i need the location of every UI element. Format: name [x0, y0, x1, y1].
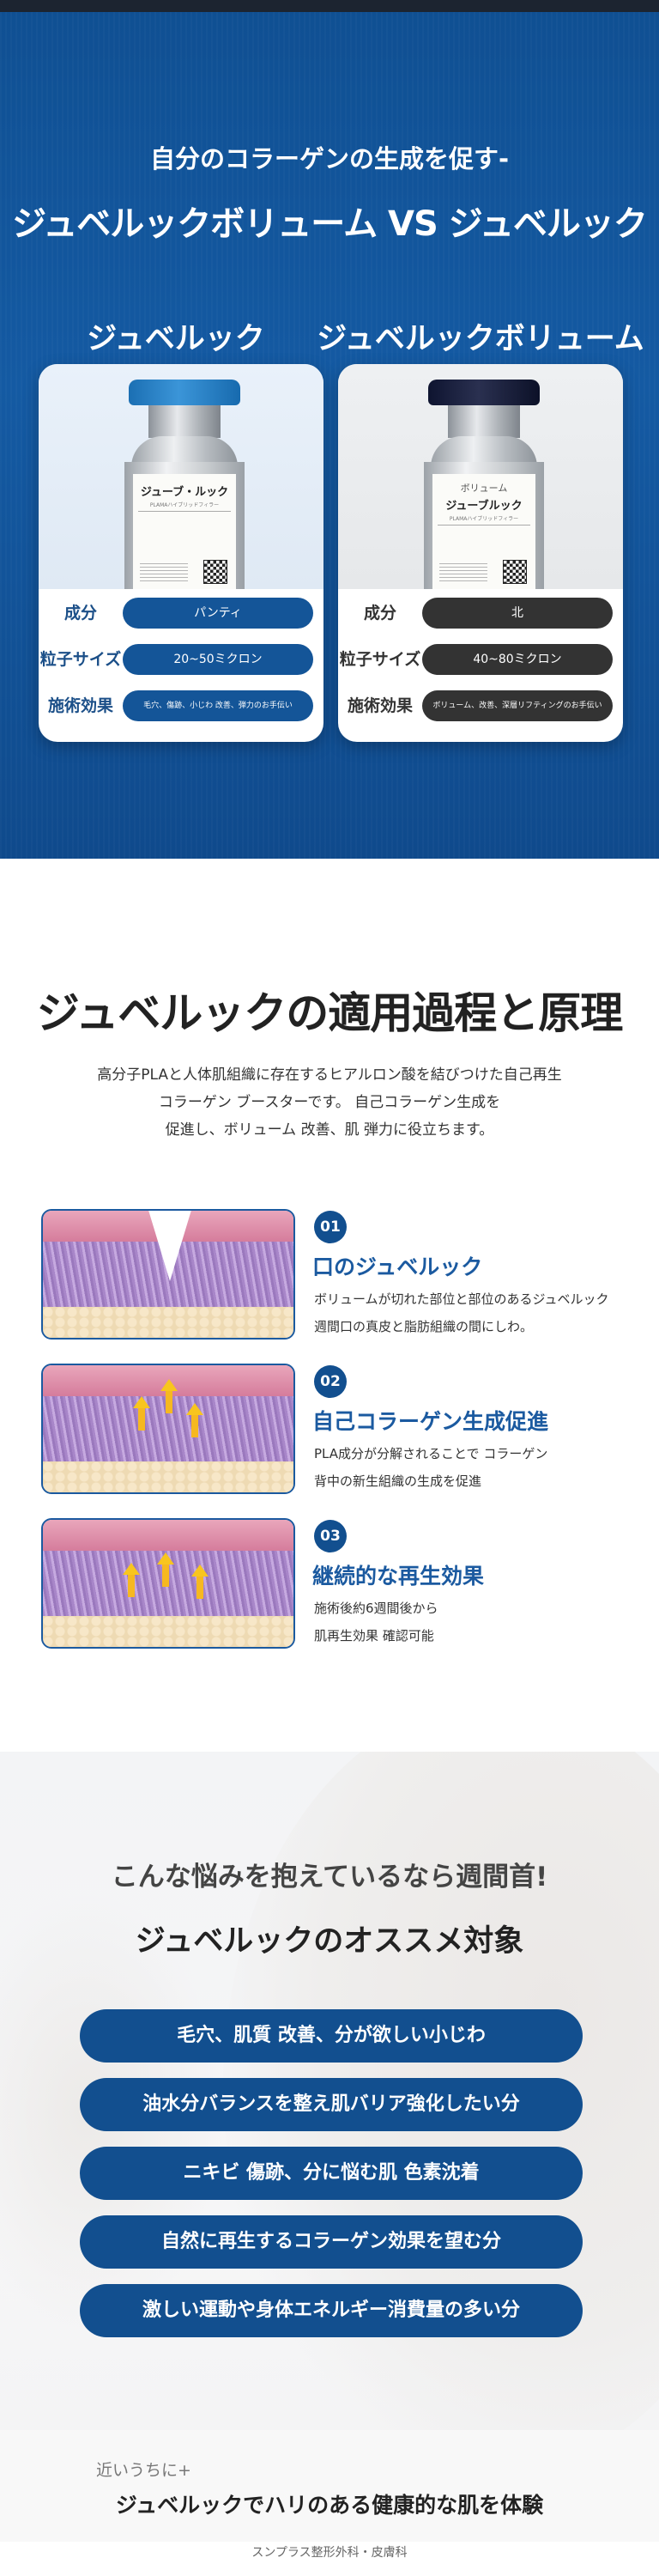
recommendation-item: 激しい運動や身体エネルギー消費量の多い分: [80, 2284, 583, 2337]
step-text: ボリュームが切れた部位と部位のあるジュベルック: [314, 1291, 609, 1307]
arrow-up-icon: [160, 1379, 178, 1413]
vial-image: ボリューム ジューブルック PLAMAハイブリッドフィラー: [424, 380, 544, 589]
vial-label: ボリューム ジューブルック PLAMAハイブリッドフィラー: [432, 474, 535, 589]
qr-code-icon: [203, 560, 227, 584]
arrow-up-icon: [133, 1396, 150, 1431]
description-line: コラーゲン ブースターです。 自己コラーゲン生成を: [158, 1094, 501, 1111]
cta-small-text: 近いうちに+: [96, 2461, 191, 2480]
barcode-icon: [140, 563, 188, 582]
step-title: 口のジュベルック: [312, 1255, 483, 1279]
spec-value: 北: [422, 598, 613, 629]
recommendation-section: こんな悩みを抱えているなら週間首! ジュベルックのオススメ対象 毛穴、肌質 改善…: [0, 1752, 659, 2542]
spec-value: 20~50ミクロン: [123, 644, 313, 675]
process-title: ジュベルックの適用過程と原理: [36, 988, 624, 1038]
vial-label: ジューブ・ルック PLAMAハイブリッドフィラー: [133, 474, 236, 589]
step-text: 週間口の真皮と脂肪組織の間にしわ。: [314, 1319, 534, 1334]
spec-label: 施術効果: [47, 696, 113, 715]
spec-row: 成分 北: [338, 594, 623, 632]
process-description: 高分子PLAと人体肌組織に存在するヒアルロン酸を結びつけた自己再生 コラーゲン …: [72, 1061, 587, 1144]
spec-row: 施術効果 毛穴、傷跡、小じわ 改善、弾力のお手伝い: [39, 687, 323, 725]
cta-large-text: ジュベルックでハリのある健康的な肌を体験: [115, 2493, 544, 2518]
recommendation-item: 自然に再生するコラーゲン効果を望む分: [80, 2215, 583, 2269]
spec-label: 成分: [363, 604, 396, 623]
step-text: PLA成分が分解されることで コラーゲン: [314, 1446, 548, 1461]
spec-value: パンティ: [123, 598, 313, 629]
wrinkle-shape: [148, 1211, 192, 1281]
spec-value: 毛穴、傷跡、小じわ 改善、弾力のお手伝い: [123, 690, 313, 721]
vial-cap: [129, 380, 240, 405]
vial-label-name: ジューブルック: [445, 500, 523, 513]
arrow-up-icon: [123, 1563, 140, 1597]
description-line: 促進し、ボリューム 改善、肌 弾力に役立ちます。: [165, 1121, 494, 1139]
vial-label-line1: ボリューム: [460, 483, 508, 494]
qr-code-icon: [503, 560, 527, 584]
skin-illustration-step-3: [41, 1518, 295, 1649]
step-text: 背中の新生組織の生成を促進: [314, 1473, 482, 1489]
comparison-subtitle: 自分のコラーゲンの生成を促す-: [149, 144, 510, 173]
step-title: 自己コラーゲン生成促進: [312, 1409, 549, 1434]
barcode-icon: [439, 563, 487, 582]
skin-illustration-step-2: [41, 1364, 295, 1494]
description-line: 高分子PLAと人体肌組織に存在するヒアルロン酸を結びつけた自己再生: [97, 1066, 562, 1084]
spec-label: 粒子サイズ: [339, 650, 421, 669]
cta-banner: 近いうちに+ ジュベルックでハリのある健康的な肌を体験: [0, 2430, 659, 2542]
step-title: 継続的な再生効果: [312, 1564, 485, 1589]
product-image-area: ボリューム ジューブルック PLAMAハイブリッドフィラー: [338, 364, 623, 589]
recommendation-heading: こんな悩みを抱えているなら週間首!: [111, 1862, 548, 1893]
step-text: 肌再生効果 確認可能: [314, 1628, 434, 1643]
spec-row: 施術効果 ボリューム、改善、深層リフティングのお手伝い: [338, 687, 623, 725]
recommendation-item: 油水分バランスを整え肌バリア強化したい分: [80, 2078, 583, 2131]
arrow-up-icon: [191, 1564, 209, 1599]
recommendation-item: 毛穴、肌質 改善、分が欲しい小じわ: [80, 2009, 583, 2063]
product-image-area: ジューブ・ルック PLAMAハイブリッドフィラー: [39, 364, 323, 589]
arrow-up-icon: [157, 1552, 174, 1587]
spec-label: 粒子サイズ: [39, 650, 122, 669]
spec-label: 施術効果: [347, 696, 413, 715]
product-card-juvelook: ジューブ・ルック PLAMAハイブリッドフィラー 成分 パンティ 粒子サイズ 2…: [39, 364, 323, 742]
step-number-badge: 01: [314, 1211, 347, 1243]
product-card-juvelook-volume: ボリューム ジューブルック PLAMAハイブリッドフィラー 成分 北 粒子サイズ…: [338, 364, 623, 742]
spec-row: 粒子サイズ 20~50ミクロン: [39, 641, 323, 678]
comparison-section: 自分のコラーゲンの生成を促す- ジュベルックボリューム VS ジュベルック ジュ…: [0, 0, 659, 859]
spec-label: 成分: [63, 604, 97, 623]
top-bar: [0, 0, 659, 12]
spec-row: 成分 パンティ: [39, 594, 323, 632]
vial-label-sub: PLAMAハイブリッドフィラー: [138, 501, 231, 512]
comparison-title: ジュベルックボリューム VS ジュベルック: [12, 204, 648, 244]
vial-cap: [428, 380, 540, 405]
recommendation-item: ニキビ 傷跡、分に悩む肌 色素沈着: [80, 2147, 583, 2200]
left-product-heading: ジュベルック: [87, 322, 265, 356]
clinic-name: スンプラス整形外科・皮膚科: [251, 2546, 408, 2560]
skin-illustration-step-1: [41, 1209, 295, 1340]
vial-label-name: ジューブ・ルック: [140, 486, 229, 499]
spec-value: ボリューム、改善、深層リフティングのお手伝い: [422, 690, 613, 721]
vial-image: ジューブ・ルック PLAMAハイブリッドフィラー: [124, 380, 245, 589]
right-product-heading: ジュベルックボリューム: [317, 322, 644, 356]
step-number-badge: 03: [314, 1520, 347, 1552]
step-number-badge: 02: [314, 1365, 347, 1398]
vial-label-sub: PLAMAハイブリッドフィラー: [438, 514, 530, 526]
spec-value: 40~80ミクロン: [422, 644, 613, 675]
recommendation-subheading: ジュベルックのオススメ対象: [135, 1924, 524, 1959]
spec-row: 粒子サイズ 40~80ミクロン: [338, 641, 623, 678]
step-text: 施術後約6週間後から: [314, 1601, 438, 1616]
arrow-up-icon: [186, 1403, 203, 1437]
